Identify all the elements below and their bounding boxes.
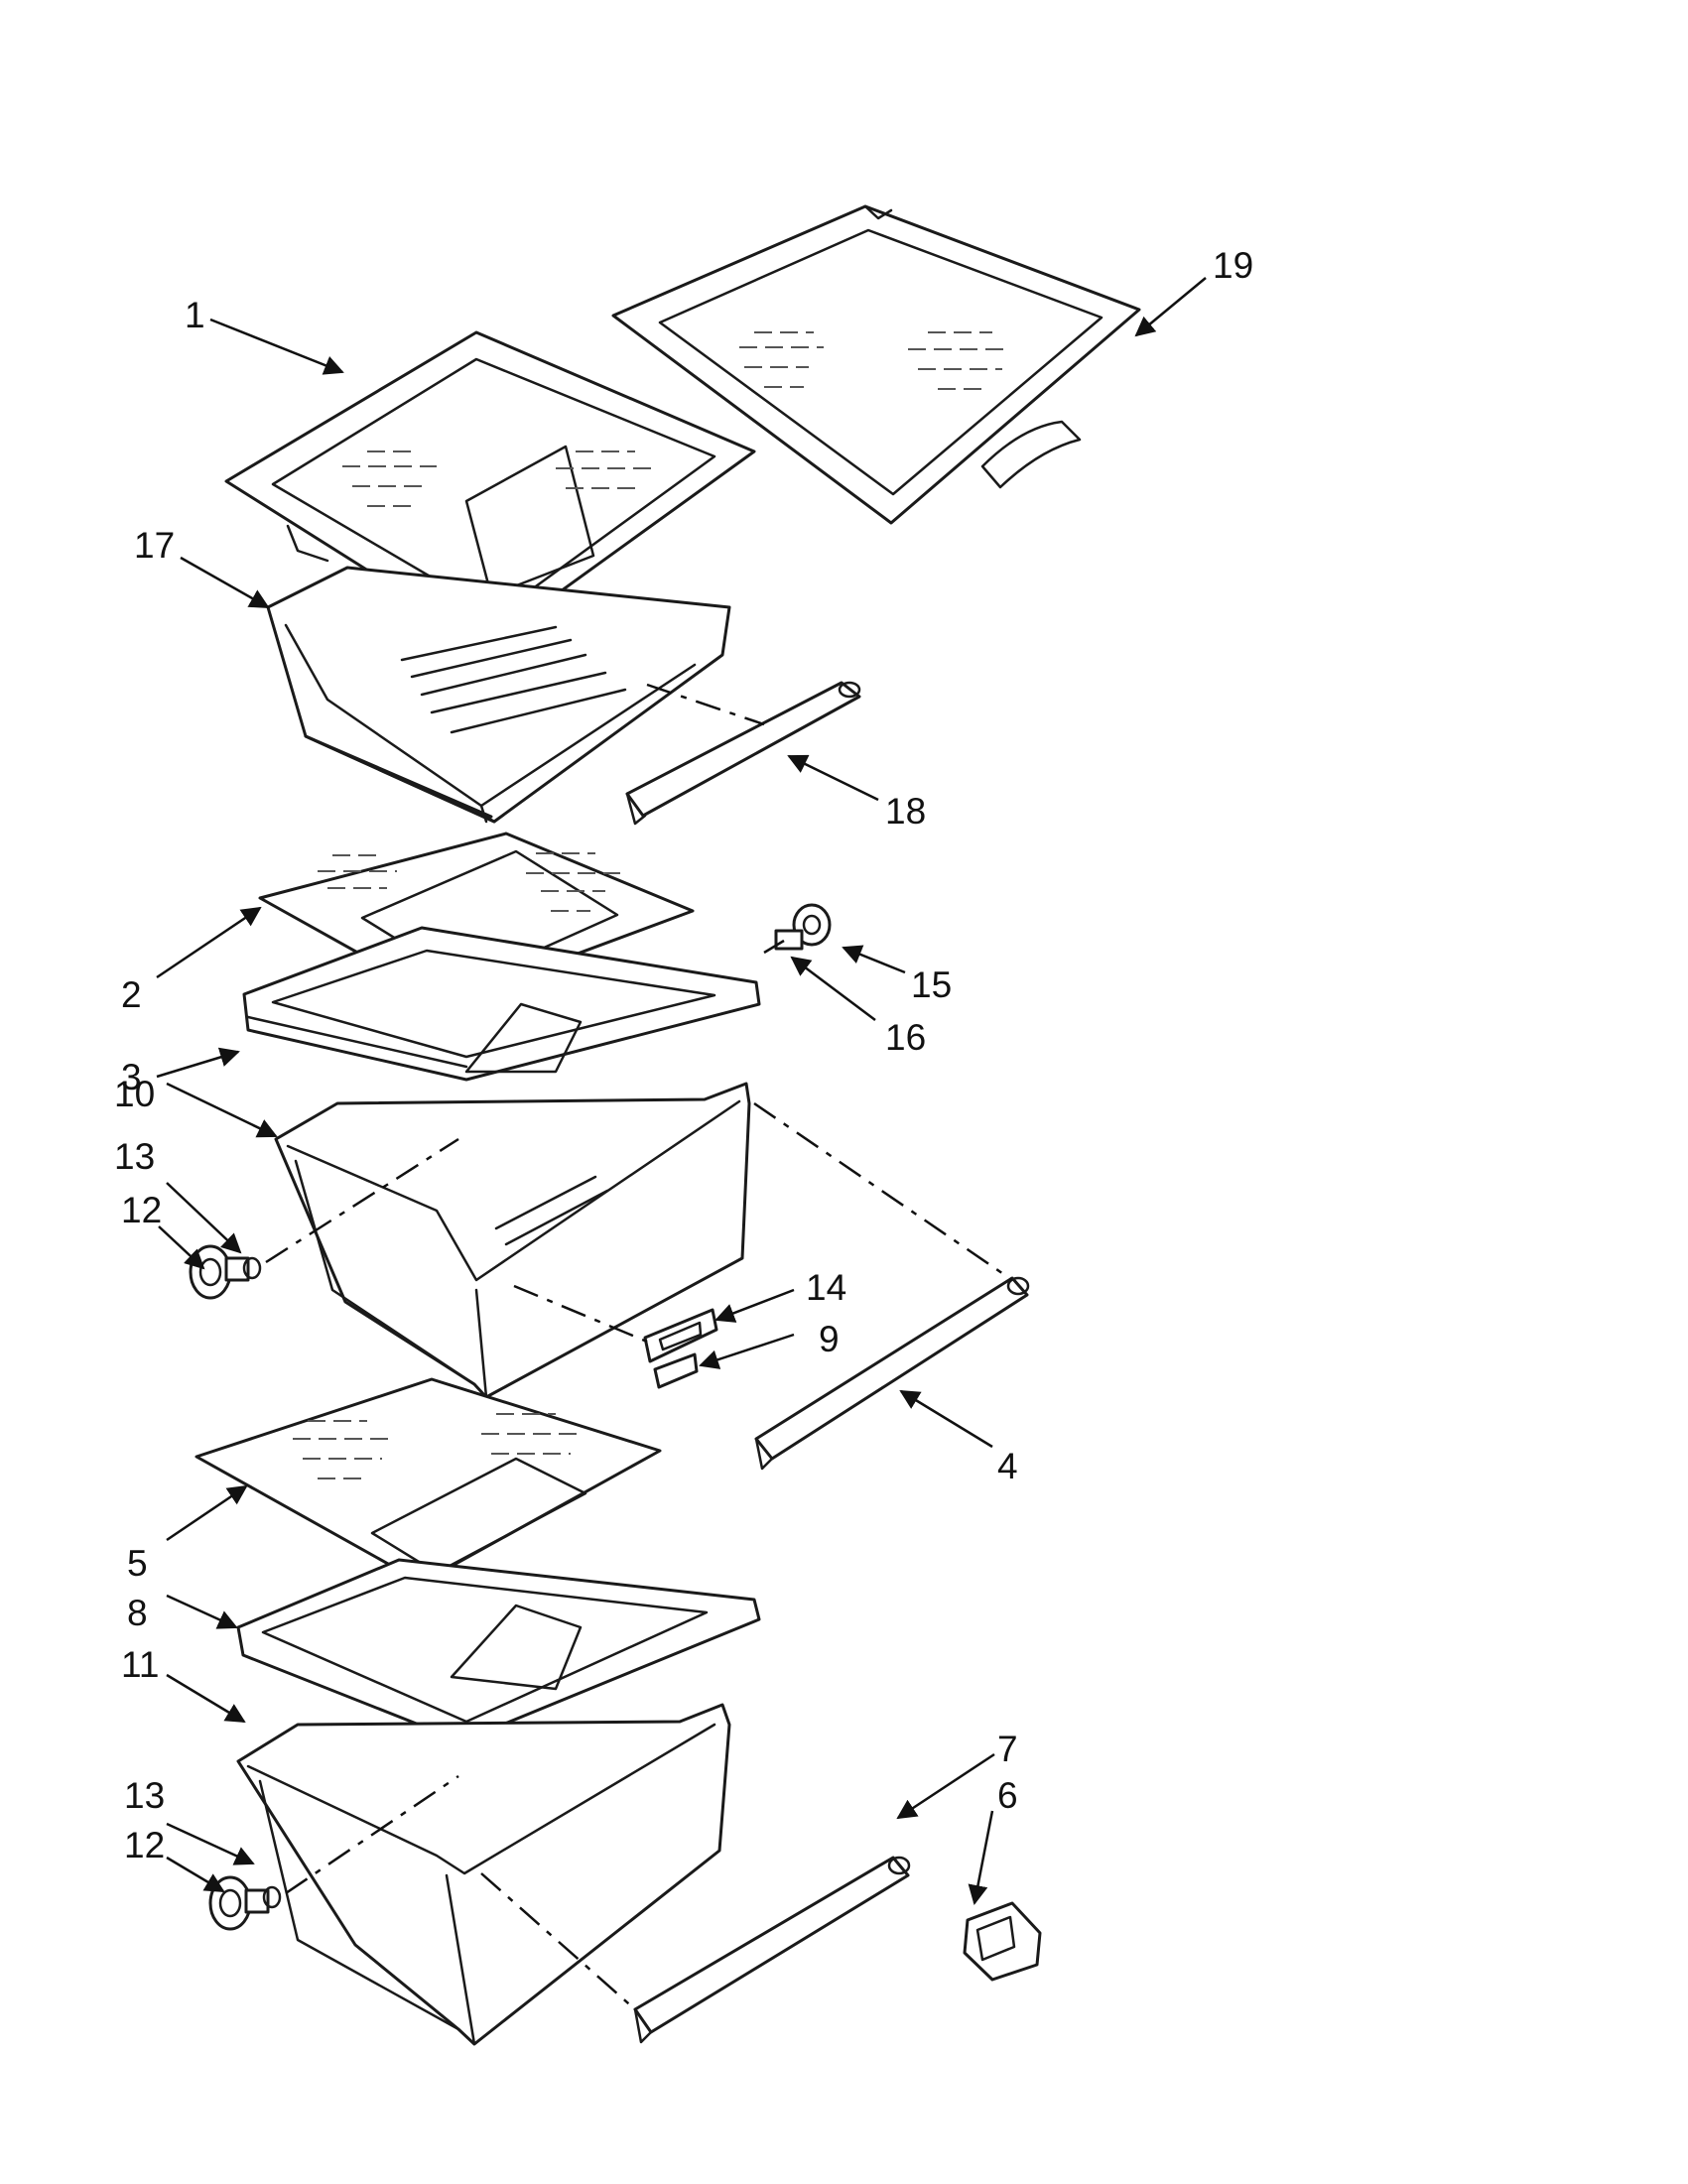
part-19-shelf bbox=[611, 204, 1141, 525]
callout-15: 15 bbox=[911, 964, 952, 1005]
part-14-9-brackets bbox=[643, 1308, 718, 1389]
part-4-rail bbox=[754, 1276, 1030, 1471]
callout-7: 7 bbox=[997, 1729, 1018, 1769]
part-15-16-fasteners bbox=[774, 903, 832, 951]
part-12-13-knob-upper bbox=[189, 1244, 262, 1300]
callout-1: 1 bbox=[185, 295, 205, 335]
part-12-13-knob-lower bbox=[208, 1875, 282, 1931]
callout-11: 11 bbox=[121, 1644, 159, 1685]
callout-12-upper: 12 bbox=[121, 1190, 162, 1230]
callout-8: 8 bbox=[127, 1593, 148, 1633]
callout-12-lower: 12 bbox=[124, 1825, 165, 1865]
part-5-shelf-label-marks bbox=[293, 1413, 581, 1479]
callout-17: 17 bbox=[134, 525, 175, 566]
leader-lines bbox=[156, 277, 1207, 1905]
part-3-frame bbox=[242, 926, 761, 1082]
part-8-frame bbox=[236, 1558, 761, 1744]
callout-19: 19 bbox=[1213, 245, 1253, 286]
callout-16: 16 bbox=[885, 1017, 926, 1058]
callout-labels: 1 19 17 18 2 3 15 16 10 13 12 14 9 4 5 8… bbox=[114, 245, 1253, 1865]
part-6-clip bbox=[963, 1901, 1042, 1982]
callout-9: 9 bbox=[819, 1319, 840, 1359]
callout-13-upper: 13 bbox=[114, 1136, 155, 1177]
part-7-rail bbox=[633, 1856, 911, 2044]
callout-3: 3 bbox=[121, 1057, 142, 1097]
callout-5: 5 bbox=[127, 1543, 148, 1584]
part-17-pan bbox=[266, 566, 731, 824]
part-2-shelf-label-marks bbox=[318, 852, 620, 912]
callout-14: 14 bbox=[806, 1267, 846, 1308]
part-5-glass-shelf bbox=[195, 1377, 662, 1585]
callout-18: 18 bbox=[885, 791, 926, 832]
part-17-pan-ribs bbox=[400, 625, 627, 734]
part-19-shelf-label-marks bbox=[739, 331, 1007, 390]
callout-4: 4 bbox=[997, 1446, 1018, 1486]
part-18-rail bbox=[625, 681, 861, 826]
callout-10: 10 bbox=[114, 1074, 155, 1114]
callout-2: 2 bbox=[121, 974, 142, 1015]
alignment-lines bbox=[265, 683, 1013, 2010]
part-10-crisper-drawer bbox=[274, 1082, 751, 1399]
callout-13-lower: 13 bbox=[124, 1775, 165, 1816]
part-1-cover-label-marks bbox=[342, 450, 655, 507]
callout-6: 6 bbox=[997, 1775, 1018, 1816]
